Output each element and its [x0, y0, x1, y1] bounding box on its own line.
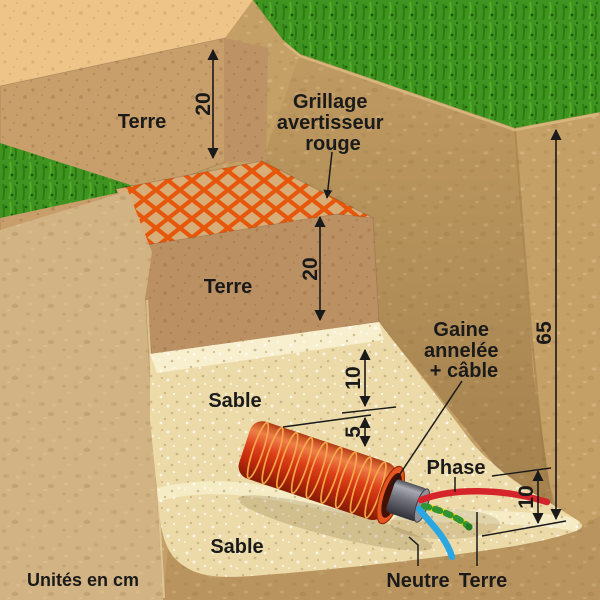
- dimension-earth-mid-value: 20: [299, 257, 322, 280]
- dimensions: 20 20 10 5 10 65: [192, 48, 567, 537]
- dimension-sand-above: 10: [341, 348, 397, 414]
- pointer-conduit: [391, 380, 463, 487]
- pointer-lines: [323, 151, 478, 566]
- left-wall-texture: [0, 191, 163, 600]
- conduit: [238, 421, 431, 525]
- dimension-sand-around: 5: [282, 414, 372, 448]
- wires: [415, 488, 551, 561]
- earth-slab-top-face-speckles: [0, 0, 253, 86]
- dimension-earth-top: 20: [192, 48, 219, 160]
- phase-wire: [417, 488, 551, 506]
- label-earth-wire: Terre: [459, 570, 508, 592]
- earth-slab-side-speckles: [225, 38, 268, 162]
- grass-surface: [253, 0, 600, 128]
- dimension-total-depth-value: 65: [533, 321, 556, 345]
- dimension-sand-around-value: 5: [342, 426, 365, 438]
- earth-wire-green-stripes: [420, 502, 472, 530]
- label-earth-mid: Terre: [204, 276, 253, 298]
- pointer-neutral: [408, 536, 419, 566]
- dimension-earth-mid: 20: [299, 215, 326, 322]
- dimension-total-depth: 65: [533, 128, 562, 521]
- grass: [253, 0, 600, 132]
- foreground-soil-shading: [163, 516, 600, 600]
- units-note: Unités en cm: [27, 570, 139, 590]
- trench-back-wall-shading: [262, 54, 553, 508]
- pointer-warning-mesh: [323, 151, 333, 199]
- conduit-shadow: [237, 495, 433, 551]
- turf-cut-edge: [283, 42, 600, 132]
- conduit-tube: [238, 421, 397, 521]
- label-neutral: Neutre: [386, 570, 449, 592]
- dimension-sand-above-value: 10: [342, 366, 365, 389]
- earth-slab-top: [0, 0, 268, 247]
- label-phase: Phase: [427, 457, 486, 479]
- label-conduit: Gaine annelée + câble: [424, 319, 504, 382]
- label-sand-upper: Sable: [208, 390, 261, 412]
- neutral-wire: [415, 505, 456, 561]
- grass-wedge-left: [0, 143, 140, 218]
- label-warning-mesh: Grillage avertisseur rouge: [277, 91, 389, 155]
- labels: Terre Terre Grillage avertisseur rouge S…: [27, 91, 507, 592]
- label-earth-top: Terre: [118, 111, 167, 133]
- left-trench-wall: [0, 191, 165, 600]
- dimension-sand-bed-value: 10: [515, 485, 538, 508]
- dimension-earth-top-value: 20: [192, 92, 215, 115]
- earth-wire-tip: [465, 523, 473, 531]
- dimension-sand-bed: 10: [481, 467, 567, 537]
- label-sand-lower: Sable: [210, 536, 263, 558]
